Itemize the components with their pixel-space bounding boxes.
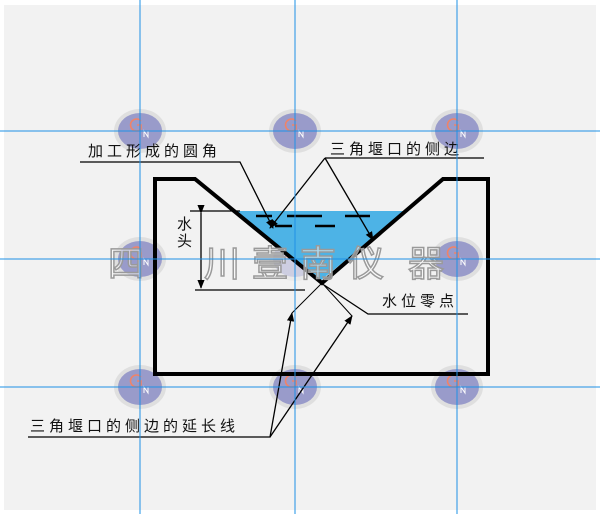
water-surface-dashes xyxy=(256,214,370,228)
weir-plate xyxy=(153,177,490,376)
watermark-char: 川 xyxy=(204,244,240,285)
head-dimension xyxy=(190,204,305,291)
notch-side-label: 三角堰口的侧边 xyxy=(330,140,463,158)
watermark-char: 仪 xyxy=(348,244,384,285)
watermark-char: 南 xyxy=(300,244,336,285)
rounded-corner-label: 加工形成的圆角 xyxy=(88,142,221,160)
leader-lines xyxy=(28,157,484,438)
head-label: 水头 xyxy=(175,216,193,250)
watermark-text: 四 川壹南仪器 xyxy=(108,244,444,285)
watermark-char: 壹 xyxy=(252,244,288,285)
watermark-char: 四 xyxy=(108,244,144,285)
side-extension-label: 三角堰口的侧边的延长线 xyxy=(30,417,239,435)
water-zero-label: 水位零点 xyxy=(382,292,458,310)
watermark-char: 器 xyxy=(408,244,444,285)
